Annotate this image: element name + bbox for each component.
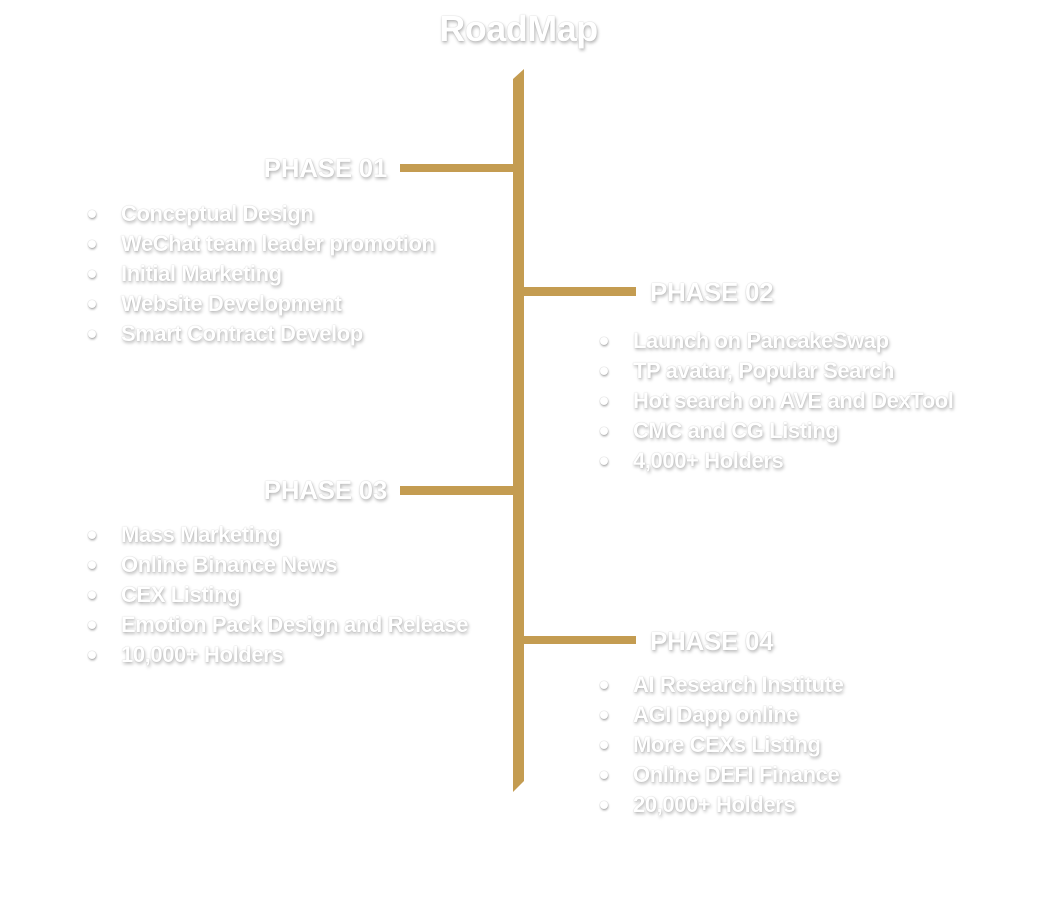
phase-02-title: PHASE 02 <box>650 277 774 307</box>
list-item: Online Binance News <box>88 550 468 580</box>
list-item: Hot search on AVE and DexTool <box>600 386 954 416</box>
list-item: Conceptual Design <box>88 199 435 229</box>
list-item-text: Online Binance News <box>121 552 338 577</box>
bullet-icon <box>600 801 608 809</box>
list-item: Mass Marketing <box>88 520 468 550</box>
bullet-icon <box>600 741 608 749</box>
bullet-icon <box>88 330 96 338</box>
bullet-icon <box>600 427 608 435</box>
phase-02-connector <box>521 287 636 296</box>
bullet-icon <box>88 531 96 539</box>
list-item-text: Smart Contract Develop <box>121 321 363 346</box>
list-item-text: Website Development <box>121 291 342 316</box>
list-item: 20,000+ Holders <box>600 790 843 820</box>
phase-04-connector <box>521 636 636 644</box>
phase-03-list: Mass Marketing Online Binance News CEX L… <box>88 520 468 670</box>
list-item: 10,000+ Holders <box>88 640 468 670</box>
bullet-icon <box>600 397 608 405</box>
bullet-icon <box>88 561 96 569</box>
list-item: Emotion Pack Design and Release <box>88 610 468 640</box>
list-item: AGI Dapp online <box>600 700 843 730</box>
bullet-icon <box>600 681 608 689</box>
phase-02-list: Launch on PancakeSwap TP avatar, Popular… <box>600 326 954 476</box>
list-item-text: Conceptual Design <box>121 201 314 226</box>
list-item: Initial Marketing <box>88 259 435 289</box>
bullet-icon <box>88 621 96 629</box>
list-item-text: Online DEFI Finance <box>633 762 840 787</box>
list-item-text: AGI Dapp online <box>633 702 799 727</box>
bullet-icon <box>88 591 96 599</box>
bullet-icon <box>88 270 96 278</box>
phase-01-title: PHASE 01 <box>263 153 388 183</box>
list-item-text: 4,000+ Holders <box>633 448 784 473</box>
phase-03-connector <box>400 486 516 495</box>
bullet-icon <box>600 457 608 465</box>
phase-04-list: AI Research Institute AGI Dapp online Mo… <box>600 670 844 820</box>
list-item-text: 10,000+ Holders <box>121 642 284 667</box>
roadmap-title: RoadMap <box>439 8 598 49</box>
list-item-text: WeChat team leader promotion <box>121 231 435 256</box>
list-item: Website Development <box>88 289 435 319</box>
phase-01-list: Conceptual Design WeChat team leader pro… <box>88 199 435 349</box>
phase-01-connector <box>400 164 516 172</box>
list-item-text: Initial Marketing <box>121 261 282 286</box>
list-item-text: CMC and CG Listing <box>633 418 839 443</box>
list-item: Smart Contract Develop <box>88 319 435 349</box>
list-item: 4,000+ Holders <box>600 446 953 476</box>
list-item-text: CEX Listing <box>121 582 241 607</box>
list-item: Launch on PancakeSwap <box>600 326 953 356</box>
phase-03-title: PHASE 03 <box>263 475 388 505</box>
list-item-text: Hot search on AVE and DexTool <box>633 388 954 413</box>
timeline-vertical-line <box>513 69 524 792</box>
list-item: CMC and CG Listing <box>600 416 953 446</box>
list-item-text: Launch on PancakeSwap <box>633 328 889 353</box>
bullet-icon <box>600 337 608 345</box>
bullet-icon <box>600 367 608 375</box>
bullet-icon <box>600 711 608 719</box>
list-item-text: Emotion Pack Design and Release <box>121 612 469 637</box>
list-item: Online DEFI Finance <box>600 760 843 790</box>
phase-04-title: PHASE 04 <box>650 626 774 656</box>
list-item-text: Mass Marketing <box>121 522 281 547</box>
list-item-text: AI Research Institute <box>633 672 844 697</box>
list-item-text: More CEXs Listing <box>633 732 821 757</box>
bullet-icon <box>88 240 96 248</box>
bullet-icon <box>88 210 96 218</box>
bullet-icon <box>88 651 96 659</box>
list-item-text: 20,000+ Holders <box>633 792 796 817</box>
list-item: WeChat team leader promotion <box>88 229 435 259</box>
list-item: More CEXs Listing <box>600 730 843 760</box>
list-item: CEX Listing <box>88 580 468 610</box>
list-item: TP avatar, Popular Search <box>600 356 953 386</box>
bullet-icon <box>600 771 608 779</box>
list-item: AI Research Institute <box>600 670 844 700</box>
bullet-icon <box>88 300 96 308</box>
list-item-text: TP avatar, Popular Search <box>633 358 895 383</box>
